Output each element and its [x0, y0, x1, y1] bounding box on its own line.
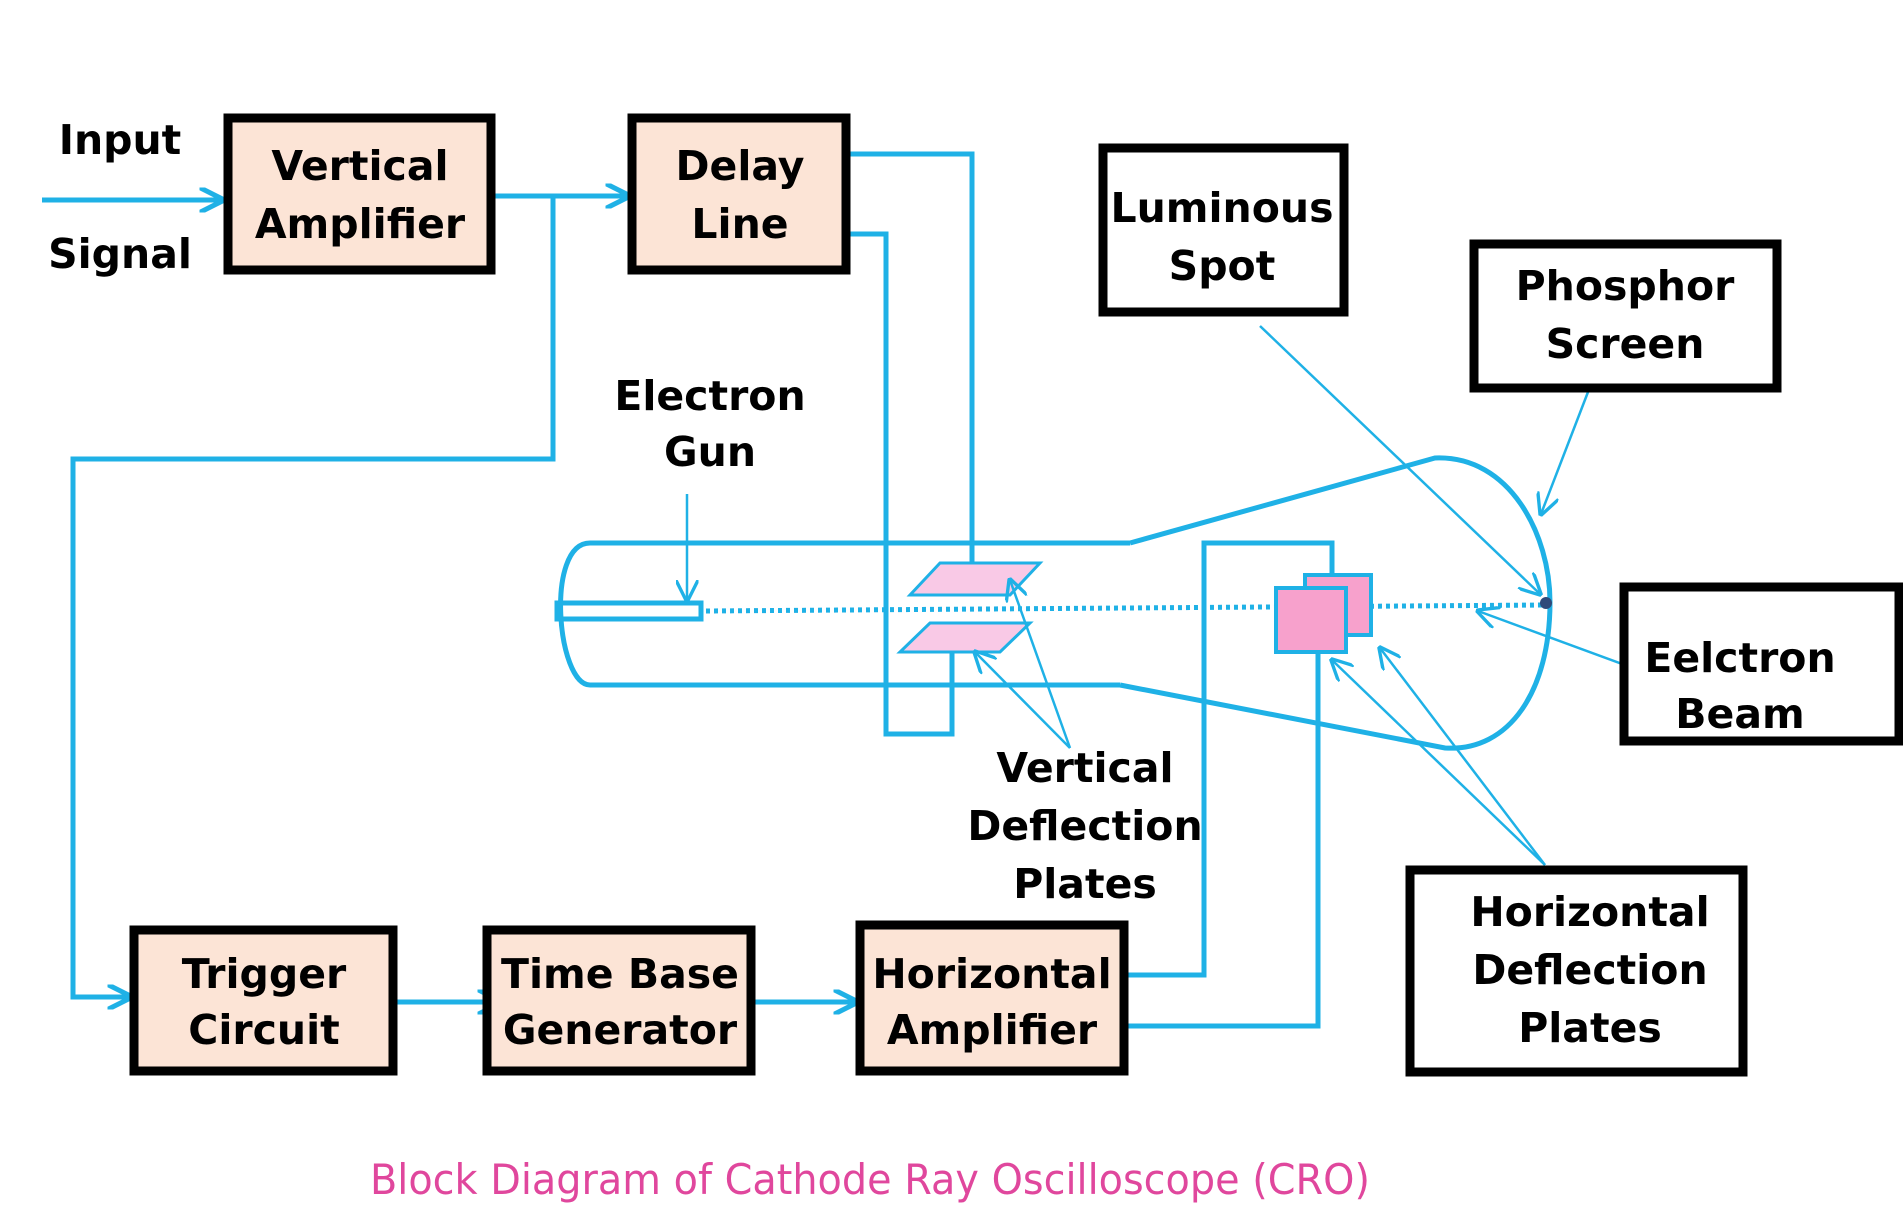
time-base-generator-block: Time Base Generator [482, 925, 756, 1076]
horizontal-deflection-line2: Deflection [1472, 946, 1707, 994]
vertical-amplifier-line2: Amplifier [255, 200, 466, 248]
delay-line-line1: Delay [675, 142, 804, 190]
trigger-circuit-line1: Trigger [182, 950, 347, 998]
electron-gun-label-line1: Electron [614, 372, 805, 420]
luminous-spot-box [1098, 143, 1349, 317]
trigger-circuit-box [129, 925, 398, 1076]
time-base-generator-box [482, 925, 756, 1076]
horizontal-amplifier-line1: Horizontal [872, 950, 1111, 998]
horizontal-deflection-line3: Plates [1518, 1004, 1662, 1052]
phosphor-screen-callout: Phosphor Screen [1469, 239, 1782, 393]
electron-beam-line1: Eelctron [1644, 634, 1835, 682]
vertical-amplifier-line1: Vertical [271, 142, 448, 190]
horizontal-deflection-line1: Horizontal [1470, 888, 1709, 936]
crt-neck-outline [558, 540, 1130, 688]
delay-to-upper-plate-wire [848, 151, 975, 577]
horizontal-deflection-plates-box [1405, 865, 1748, 1077]
delay-line-line2: Line [691, 200, 788, 248]
vertical-deflection-label-line1: Vertical [996, 744, 1173, 792]
crt-tube [554, 455, 1553, 751]
input-label: Input [59, 116, 182, 164]
luminous-spot-line1: Luminous [1110, 184, 1333, 232]
electron-beam-box [1619, 582, 1903, 746]
horizontal-plates-pointer-b [1380, 648, 1546, 866]
horizontal-deflection-plates-callout: Horizontal Deflection Plates [1405, 865, 1748, 1077]
time-base-generator-line1: Time Base [501, 950, 739, 998]
delay-to-lower-plate-wire [848, 231, 955, 737]
electron-beam-line2: Beam [1675, 690, 1804, 738]
time-base-generator-line2: Generator [503, 1006, 738, 1054]
vertical-plate-lower [896, 621, 1034, 654]
phosphor-screen-line1: Phosphor [1516, 262, 1736, 310]
horizontal-amplifier-block: Horizontal Amplifier [855, 920, 1129, 1076]
horizontal-plates-pointer-a [1332, 660, 1546, 866]
signal-wires [42, 151, 1335, 1029]
trigger-circuit-line2: Circuit [188, 1006, 340, 1054]
horizontal-deflection-plates-shape [1274, 573, 1373, 654]
trigger-feed-wire [70, 196, 556, 997]
horizontal-amplifier-line2: Amplifier [887, 1006, 1098, 1054]
horizontal-plate-front [1274, 586, 1348, 654]
phosphor-screen-line2: Screen [1546, 320, 1705, 368]
vertical-amplifier-box [223, 113, 496, 275]
delay-line-block: Delay Line [627, 113, 851, 275]
electron-gun-label-line2: Gun [664, 428, 756, 476]
hamp-to-back-plate-wire [1126, 650, 1321, 1029]
vertical-plates-pointer-a [1010, 580, 1072, 749]
vertical-amplifier-block: Vertical Amplifier [223, 113, 496, 275]
trigger-circuit-block: Trigger Circuit [129, 925, 398, 1076]
vertical-deflection-label-line3: Plates [1013, 860, 1157, 908]
vertical-plate-upper [906, 561, 1044, 597]
luminous-spot-dot [1540, 597, 1552, 609]
diagram-caption: Block Diagram of Cathode Ray Oscilloscop… [370, 1155, 1370, 1204]
vertical-plates-pointer-b [975, 652, 1071, 749]
hamp-to-front-plate-wire [1126, 540, 1335, 978]
horizontal-amplifier-box [855, 920, 1129, 1076]
electron-beam-line [705, 602, 1546, 614]
pointer-lines [687, 325, 1653, 866]
electron-gun [554, 600, 704, 622]
vertical-deflection-label-line2: Deflection [967, 802, 1202, 850]
luminous-spot-line2: Spot [1169, 242, 1276, 290]
signal-label: Signal [48, 230, 192, 278]
luminous-spot-pointer [1259, 325, 1540, 594]
electron-beam-callout: Eelctron Beam [1619, 582, 1903, 746]
delay-line-box [627, 113, 851, 275]
phosphor-screen-pointer [1541, 391, 1590, 514]
luminous-spot-callout: Luminous Spot [1098, 143, 1349, 317]
phosphor-screen-box [1469, 239, 1782, 393]
